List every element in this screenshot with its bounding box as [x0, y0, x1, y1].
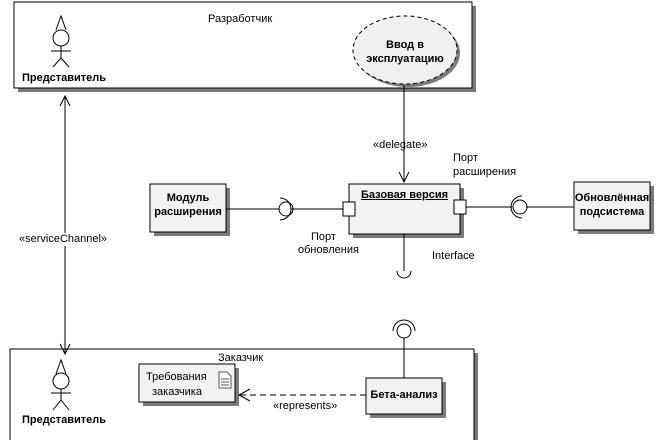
requirements-label-line2: заказчика — [152, 386, 202, 398]
developer-actor-label: Представитель — [22, 72, 106, 84]
update-port-label-line1: Порт — [311, 231, 336, 243]
deploy-usecase — [352, 15, 460, 87]
service-channel-label: «serviceChannel» — [18, 233, 109, 246]
extension-port-label-line2: расширения — [453, 166, 517, 178]
delegate-label: «delegate» — [373, 139, 428, 151]
customer-actor-label: Представитель — [22, 414, 106, 426]
document-icon — [218, 371, 232, 389]
update-port — [342, 201, 356, 217]
represents-connector — [237, 388, 366, 402]
customer-frame-title: Заказчик — [218, 352, 264, 364]
deploy-usecase-line1: Ввод в — [386, 39, 424, 51]
module-interface-connector — [226, 197, 343, 221]
base-version-label: Базовая версия — [360, 189, 449, 201]
requirements-note — [138, 363, 239, 406]
developer-actor-icon — [51, 14, 71, 68]
deploy-usecase-line2: эксплуатацию — [366, 53, 444, 65]
delegate-connector — [398, 85, 410, 184]
customer-actor-icon — [51, 358, 71, 411]
updated-subsystem-component — [573, 181, 654, 234]
updated-subsystem-label-line1: Обновлённая — [574, 192, 650, 204]
extension-port-label-line1: Порт — [453, 152, 478, 164]
beta-analysis-label: Бета-анализ — [370, 389, 438, 401]
update-port-label-line2: обновления — [298, 244, 359, 256]
extension-port — [453, 199, 467, 215]
requirements-label-line1: Требования — [146, 371, 207, 383]
beta-interface-connector — [392, 234, 416, 378]
module-label-line1: Модуль — [166, 192, 210, 204]
beta-analysis-component — [365, 377, 446, 418]
represents-label: «represents» — [273, 400, 338, 412]
module-label-line2: расширения — [154, 206, 222, 218]
module-component — [149, 183, 230, 236]
interface-label: Interface — [432, 250, 475, 262]
updated-subsystem-label-line2: подсистема — [579, 206, 645, 218]
developer-frame-title: Разработчик — [208, 13, 273, 25]
service-channel-connector — [59, 94, 71, 356]
base-version-component — [342, 183, 467, 238]
extension-interface-connector — [466, 195, 574, 219]
